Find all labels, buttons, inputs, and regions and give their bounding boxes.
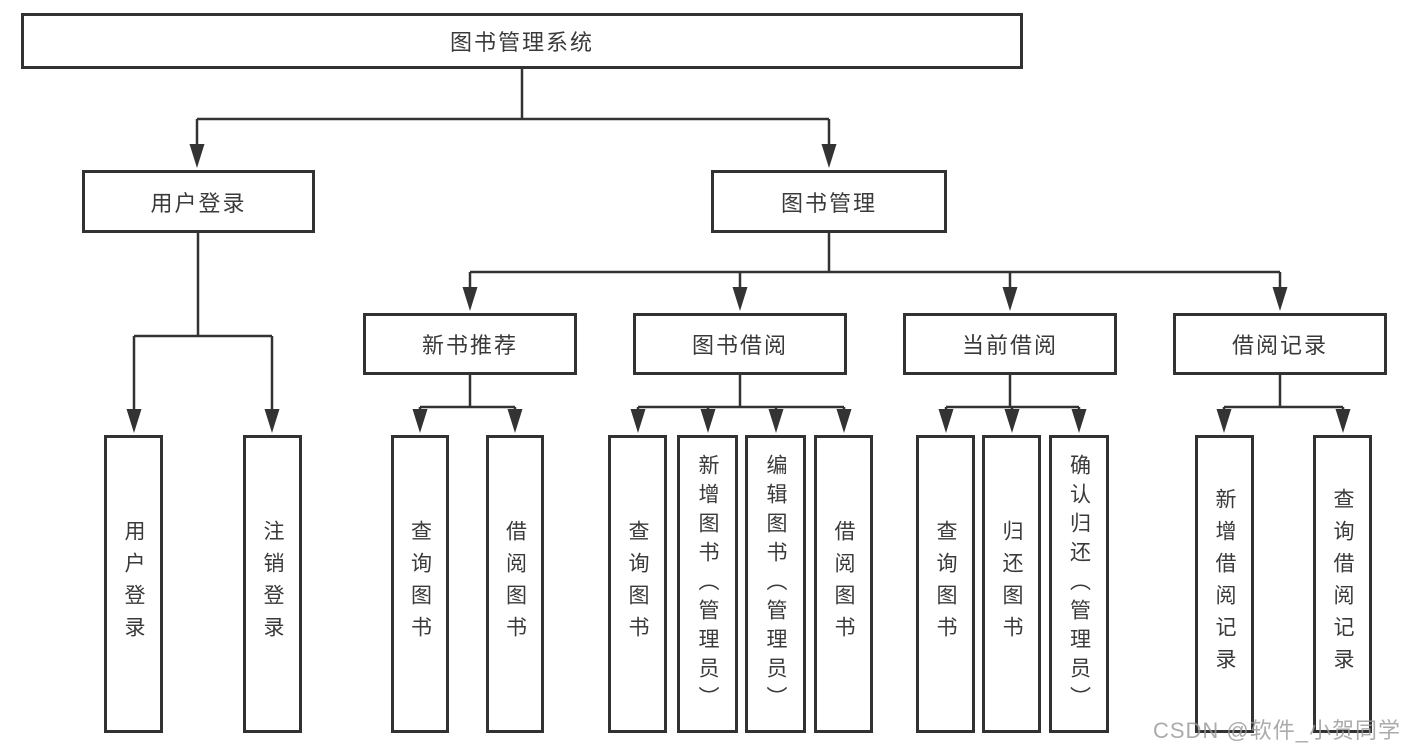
leaf-current-confirm-return-admin-label: 确认归还（管理员） [1067,453,1091,715]
leaf-records-query-record: 查询借阅记录 [1313,435,1372,733]
node-root-label: 图书管理系统 [449,30,594,55]
wire-current-borrowing-to-leaves [938,375,1087,433]
leaf-records-add-record: 新增借阅记录 [1195,435,1254,733]
node-user-login-label: 用户登录 [150,190,247,216]
node-new-book-recommendation-label: 新书推荐 [421,333,518,358]
node-book-management-label: 图书管理 [780,190,877,216]
leaf-current-query-book-label: 查询图书 [934,520,957,648]
leaf-borrow-query-book-label: 查询图书 [626,520,649,648]
leaf-borrow-edit-book-admin-label: 编辑图书（管理员） [764,453,787,715]
leaf-borrow-edit-book-admin: 编辑图书（管理员） [745,435,806,733]
wire-recommend-to-leaves [412,375,523,433]
leaf-borrow-borrow-book-label: 借阅图书 [832,520,855,648]
wire-records-to-leaves [1216,375,1351,433]
leaf-borrow-add-book-admin: 新增图书（管理员） [677,435,738,733]
leaf-borrow-borrow-book: 借阅图书 [814,435,873,733]
leaf-recommend-query-book-label: 查询图书 [408,520,432,648]
wire-book-management-to-groups [462,233,1288,311]
leaf-user-login-label: 用户登录 [122,520,145,648]
leaf-recommend-borrow-book-label: 借阅图书 [503,520,527,648]
wire-user-login-to-leaves [126,233,280,433]
leaf-records-add-record-label: 新增借阅记录 [1213,488,1236,680]
leaf-recommend-borrow-book: 借阅图书 [486,435,544,733]
leaf-current-return-book: 归还图书 [982,435,1041,733]
leaf-logout: 注销登录 [243,435,302,733]
node-borrowing-records-label: 借阅记录 [1231,333,1328,358]
leaf-recommend-query-book: 查询图书 [391,435,449,733]
leaf-current-return-book-label: 归还图书 [1000,520,1023,648]
leaf-user-login: 用户登录 [104,435,163,733]
leaf-borrow-add-book-admin-label: 新增图书（管理员） [696,453,719,715]
node-borrowing-records: 借阅记录 [1173,313,1387,375]
node-root: 图书管理系统 [21,13,1023,69]
leaf-records-query-record-label: 查询借阅记录 [1331,488,1354,680]
node-book-borrowing: 图书借阅 [633,313,847,375]
leaf-current-query-book: 查询图书 [916,435,975,733]
csdn-watermark: CSDN @软件_小贺同学 [1152,718,1401,743]
node-current-borrowing-label: 当前借阅 [961,333,1058,358]
node-book-borrowing-label: 图书借阅 [691,333,788,358]
leaf-logout-label: 注销登录 [261,520,284,648]
leaf-current-confirm-return-admin: 确认归还（管理员） [1049,435,1109,733]
wire-root-to-branches [189,68,837,168]
node-current-borrowing: 当前借阅 [903,313,1117,375]
leaf-borrow-query-book: 查询图书 [608,435,667,733]
wire-borrowing-to-leaves [630,375,852,433]
node-book-management: 图书管理 [711,170,947,233]
node-user-login: 用户登录 [82,170,315,233]
node-new-book-recommendation: 新书推荐 [363,313,577,375]
